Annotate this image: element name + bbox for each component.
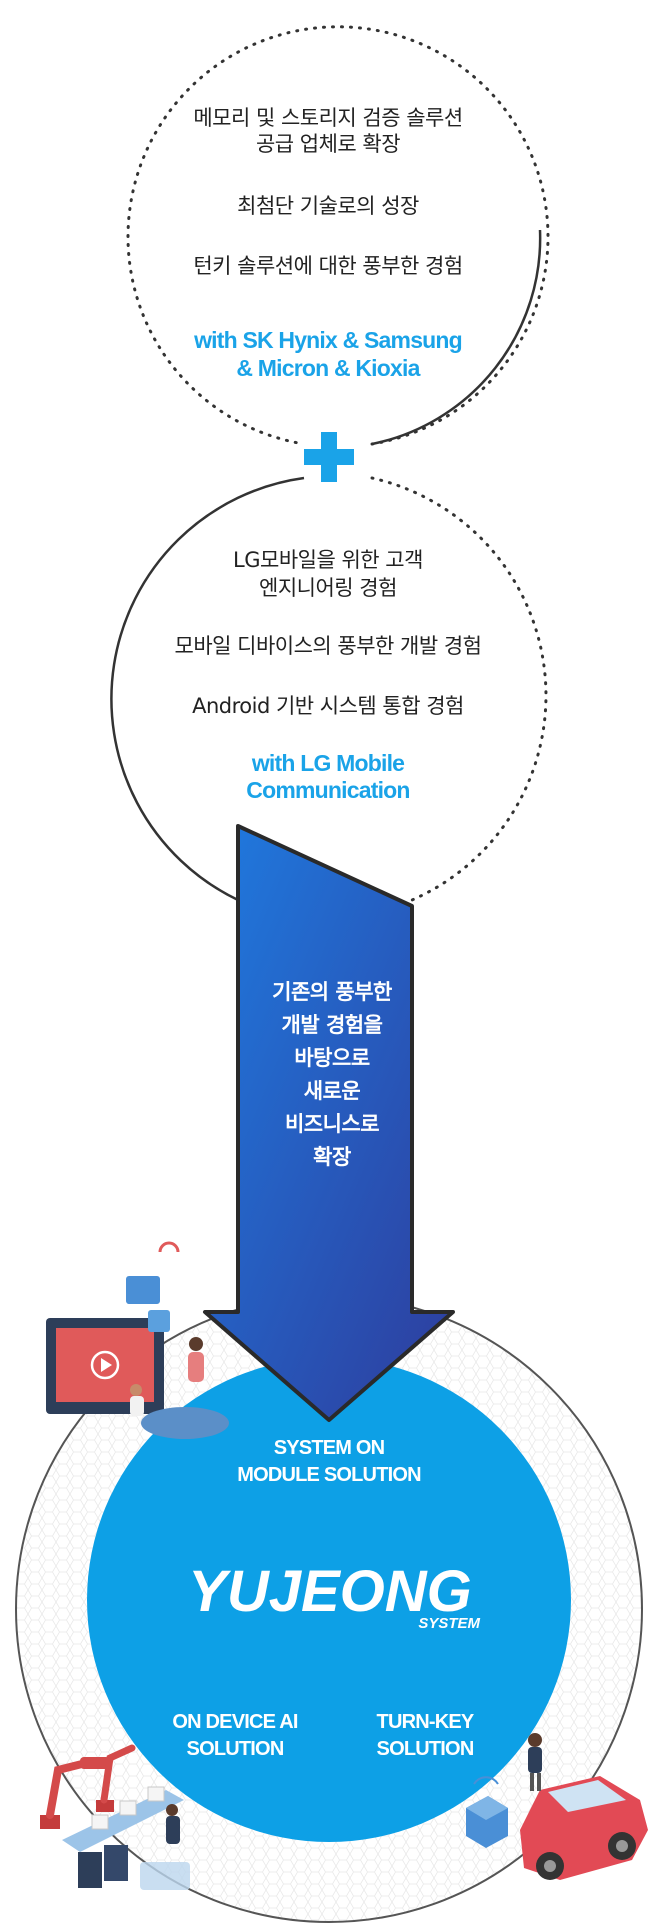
top-line-3: 최첨단 기술로의 성장	[237, 194, 419, 218]
middle-circle	[110, 476, 548, 902]
mid-line-1: LG모바일을 위한 고객	[233, 548, 423, 572]
mid-partner-1: with LG Mobile	[251, 750, 405, 776]
media-illustration	[46, 1241, 229, 1439]
solution-top-line-2: MODULE SOLUTION	[237, 1464, 421, 1486]
mid-line-4: Android 기반 시스템 통합 경험	[192, 694, 464, 718]
top-line-4: 턴키 솔루션에 대한 풍부한 경험	[193, 254, 463, 278]
plus-icon	[304, 432, 354, 482]
mid-line-2: 엔지니어링 경험	[259, 576, 397, 600]
arrow-shape	[203, 824, 455, 1422]
car-illustration	[466, 1733, 648, 1880]
arrow-line-2: 개발 경험을	[281, 1013, 383, 1037]
arrow-line-3: 바탕으로	[294, 1046, 370, 1070]
top-partner-2: & Micron & Kioxia	[236, 355, 420, 381]
mid-partner-2: Communication	[246, 777, 410, 803]
arrow-line-6: 확장	[313, 1145, 351, 1169]
brand-logo: YUJEONG	[188, 1559, 472, 1624]
arrow-line-4: 새로운	[303, 1079, 361, 1103]
core-circle	[87, 1358, 571, 1842]
mid-line-3: 모바일 디바이스의 풍부한 개발 경험	[174, 634, 483, 658]
solution-right-line-1: TURN-KEY	[376, 1711, 475, 1733]
solution-left-line-1: ON DEVICE AI	[172, 1711, 298, 1733]
arrow-line-1: 기존의 풍부한	[272, 980, 392, 1004]
top-circle	[126, 25, 550, 446]
solution-left-line-2: SOLUTION	[186, 1738, 285, 1760]
top-line-2: 공급 업체로 확장	[255, 132, 401, 156]
top-partner-1: with SK Hynix & Samsung	[194, 327, 463, 353]
solution-right-line-2: SOLUTION	[376, 1738, 475, 1760]
top-line-1: 메모리 및 스토리지 검증 솔루션	[193, 106, 463, 130]
factory-illustration	[40, 1744, 190, 1890]
brand-subtitle: SYSTEM	[418, 1615, 480, 1632]
solution-top-line-1: SYSTEM ON	[273, 1437, 385, 1459]
arrow-line-5: 비즈니스로	[284, 1112, 380, 1136]
